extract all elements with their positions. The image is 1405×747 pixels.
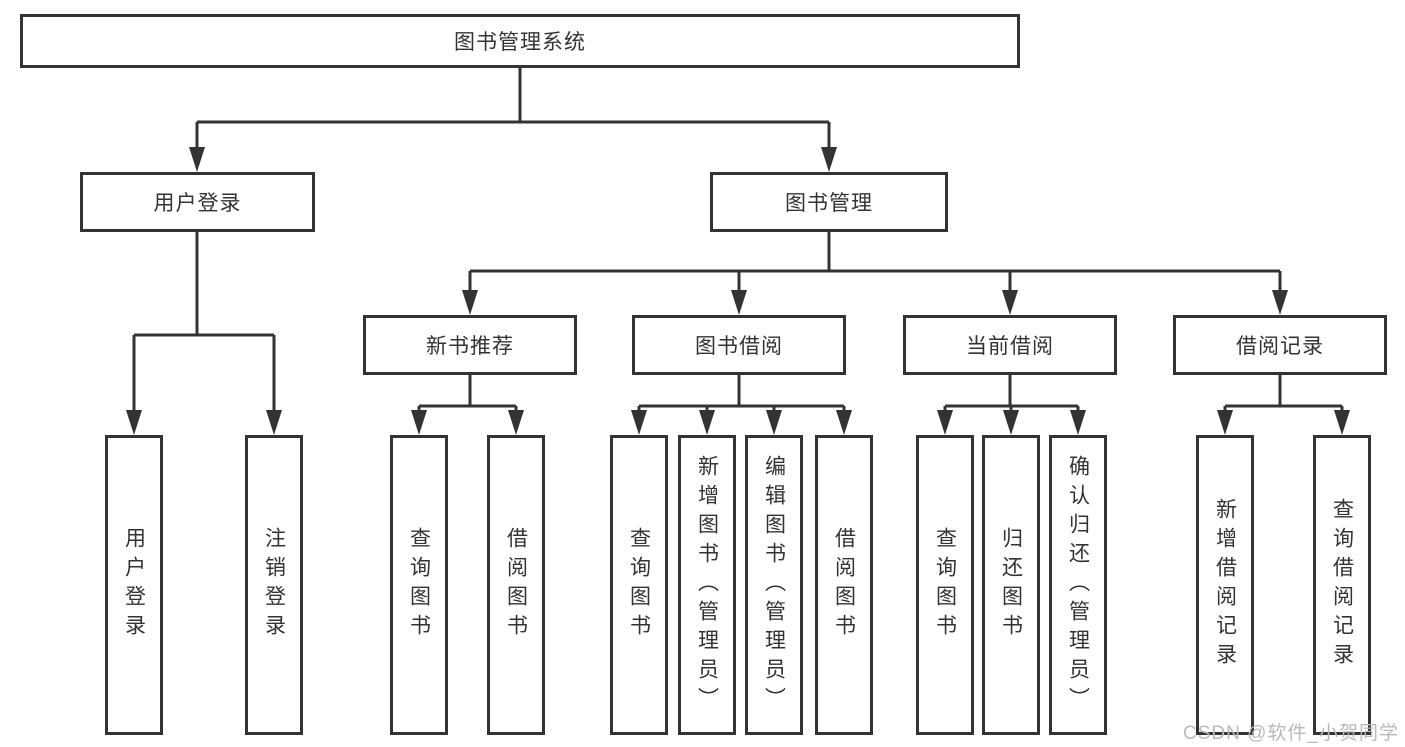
node-root-label: 图书管理系统 [454,31,586,54]
arrow-icon [126,410,142,435]
arrow-icon [189,147,205,172]
arrow-icon [1070,410,1086,435]
node-leaf-borrow-book-1-label: 借阅图书 [504,527,528,643]
node-leaf-add-book-admin-label: 新增图书（管理员） [695,454,719,716]
node-leaf-query-borrow-record-label: 查询借阅记录 [1330,498,1354,672]
connector-book-management-children [468,232,1282,295]
node-current-borrow: 当前借阅 [903,315,1117,375]
node-leaf-confirm-return-admin: 确认归还（管理员） [1049,435,1107,735]
arrow-icon [1002,290,1018,315]
watermark: CSDN @软件_小贺同学 [1183,723,1399,744]
node-leaf-query-book-2: 查询图书 [610,435,668,735]
node-leaf-query-book-2-label: 查询图书 [627,527,651,643]
node-leaf-query-book-3: 查询图书 [916,435,974,735]
node-leaf-logout-label: 注销登录 [262,527,286,643]
node-book-management-label: 图书管理 [785,192,873,215]
node-book-borrow: 图书借阅 [632,315,846,375]
node-leaf-confirm-return-admin-label: 确认归还（管理员） [1066,454,1090,716]
node-new-book-recommend: 新书推荐 [363,315,577,375]
node-leaf-borrow-book-2: 借阅图书 [815,435,873,735]
connector-new-book-recommend-children [417,375,518,414]
arrow-icon [766,410,782,435]
node-leaf-user-login: 用户登录 [105,435,163,735]
arrow-icon [1272,290,1288,315]
node-leaf-query-book-1: 查询图书 [390,435,448,735]
node-root: 图书管理系统 [20,14,1020,68]
node-leaf-query-borrow-record: 查询借阅记录 [1313,435,1371,735]
arrow-icon [266,410,282,435]
arrow-icon [462,290,478,315]
node-book-management: 图书管理 [710,172,948,232]
node-leaf-user-login-label: 用户登录 [122,527,146,643]
node-leaf-borrow-book-2-label: 借阅图书 [832,527,856,643]
arrow-icon [1334,410,1350,435]
node-leaf-edit-book-admin-label: 编辑图书（管理员） [762,454,786,716]
arrow-icon [631,410,647,435]
node-leaf-add-borrow-record: 新增借阅记录 [1196,435,1254,735]
node-user-login: 用户登录 [80,172,315,232]
node-current-borrow-label: 当前借阅 [966,335,1054,358]
connector-current-borrow-children [943,375,1080,414]
arrow-icon [411,410,427,435]
arrow-icon [821,147,837,172]
connector-book-borrow-children [637,375,846,414]
node-book-borrow-label: 图书借阅 [695,335,783,358]
arrow-icon [937,410,953,435]
connector-borrow-records-children [1223,375,1344,414]
connector-root-to-level2 [195,68,831,152]
node-leaf-borrow-book-1: 借阅图书 [487,435,545,735]
node-leaf-return-book: 归还图书 [982,435,1040,735]
node-leaf-logout: 注销登录 [245,435,303,735]
node-leaf-return-book-label: 归还图书 [999,527,1023,643]
node-leaf-edit-book-admin: 编辑图书（管理员） [745,435,803,735]
node-leaf-query-book-1-label: 查询图书 [407,527,431,643]
connector-user-login-children [132,232,276,414]
arrow-icon [836,410,852,435]
node-new-book-recommend-label: 新书推荐 [426,335,514,358]
arrow-icon [731,290,747,315]
arrow-icon [699,410,715,435]
arrow-icon [1003,410,1019,435]
node-leaf-add-book-admin: 新增图书（管理员） [678,435,736,735]
node-leaf-add-borrow-record-label: 新增借阅记录 [1213,498,1237,672]
node-leaf-query-book-3-label: 查询图书 [933,527,957,643]
node-user-login-label: 用户登录 [153,192,242,215]
node-borrow-records-label: 借阅记录 [1236,335,1324,358]
arrow-icon [1217,410,1233,435]
node-borrow-records: 借阅记录 [1173,315,1387,375]
arrow-icon [508,410,524,435]
